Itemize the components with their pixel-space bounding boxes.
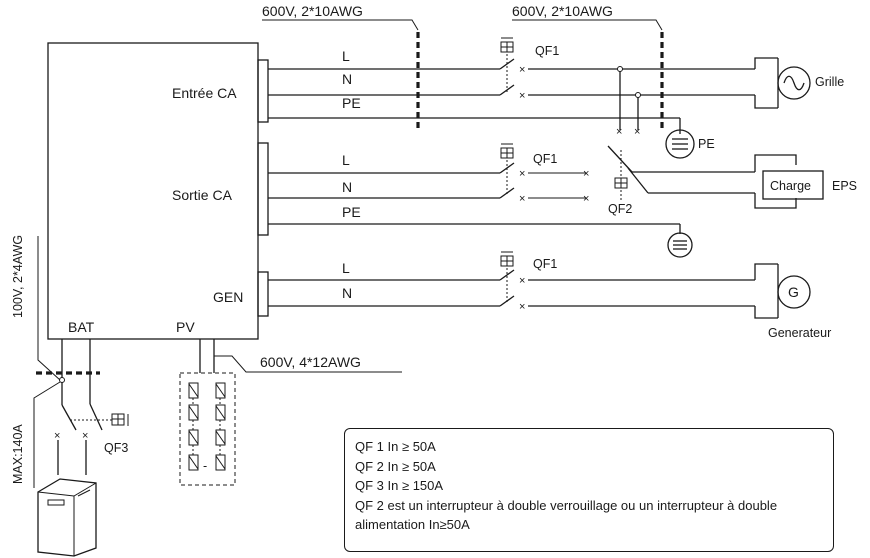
grid-ac-source-icon xyxy=(777,66,811,100)
qf1-label-gen: QF1 xyxy=(533,257,557,271)
qf2-label: QF2 xyxy=(608,202,632,216)
battery-pack-icon xyxy=(37,478,97,557)
note-qf2-description: QF 2 est un interrupteur à double verrou… xyxy=(355,497,778,533)
svg-text:×: × xyxy=(519,168,525,180)
qf1-label-input: QF1 xyxy=(535,44,559,58)
qf1-gen-breaker: × × xyxy=(499,251,525,313)
wire-l-out: L xyxy=(342,152,350,168)
note-qf1: QF 1 In ≥ 50A xyxy=(355,439,436,454)
qf3-breaker: × × xyxy=(54,382,129,442)
wire-n-in: N xyxy=(342,71,352,87)
svg-text:×: × xyxy=(634,126,640,138)
wire-pe-out: PE xyxy=(342,204,361,220)
pe-ground-icon xyxy=(665,129,695,159)
pv-array-box xyxy=(179,372,236,486)
ground-out-icon xyxy=(667,232,693,258)
cable-spec-grid-2: 600V, 2*10AWG xyxy=(512,3,613,19)
svg-text:×: × xyxy=(616,126,622,138)
qf1-input-breaker: × × xyxy=(499,37,525,102)
cable-spec-grid-1: 600V, 2*10AWG xyxy=(262,3,363,19)
ac-out-label: Sortie CA xyxy=(172,187,233,203)
svg-text:×: × xyxy=(519,193,525,205)
svg-text:×: × xyxy=(519,64,525,76)
ac-in-terminal xyxy=(257,59,269,123)
charge-box xyxy=(762,170,824,200)
eps-label: EPS xyxy=(832,179,857,193)
battery-max-current: MAX:140A xyxy=(11,424,25,484)
svg-text:×: × xyxy=(82,430,88,442)
gen-terminal xyxy=(257,271,269,317)
svg-text:×: × xyxy=(54,430,60,442)
wire-n-out: N xyxy=(342,179,352,195)
pv-panels-icon xyxy=(188,382,226,471)
qf1-output-breaker: × × × × xyxy=(499,143,589,205)
generator-symbol: G xyxy=(788,284,799,300)
svg-text:×: × xyxy=(583,193,589,205)
svg-text:×: × xyxy=(583,168,589,180)
bat-label: BAT xyxy=(68,319,95,335)
wire-pe-in: PE xyxy=(342,95,361,111)
svg-text:×: × xyxy=(519,90,525,102)
svg-text:×: × xyxy=(519,275,525,287)
ac-out-terminal xyxy=(257,142,269,236)
generator-label: Generateur xyxy=(768,326,831,340)
cable-spec-battery: 100V, 2*4AWG xyxy=(11,235,25,318)
pv-dash: - xyxy=(203,459,207,473)
gen-label: GEN xyxy=(213,289,243,305)
wire-n-gen: N xyxy=(342,285,352,301)
breaker-notes-box: QF 1 In ≥ 50A QF 2 In ≥ 50A QF 3 In ≥ 15… xyxy=(344,428,834,552)
wire-l-in: L xyxy=(342,48,350,64)
charge-label: Charge xyxy=(770,179,811,193)
cable-spec-pv: 600V, 4*12AWG xyxy=(260,354,361,370)
pv-label: PV xyxy=(176,319,195,335)
qf3-label: QF3 xyxy=(104,441,128,455)
qf2-transfer-switch xyxy=(607,145,755,200)
grid-label: Grille xyxy=(815,75,844,89)
pe-label: PE xyxy=(698,137,715,151)
note-qf2: QF 2 In ≥ 50A xyxy=(355,458,436,474)
note-qf3: QF 3 In ≥ 150A xyxy=(355,478,444,493)
wire-l-gen: L xyxy=(342,260,350,276)
qf1-label-output: QF1 xyxy=(533,152,557,166)
ac-in-label: Entrée CA xyxy=(172,85,237,101)
svg-text:×: × xyxy=(519,301,525,313)
generator-icon: G xyxy=(777,275,811,309)
